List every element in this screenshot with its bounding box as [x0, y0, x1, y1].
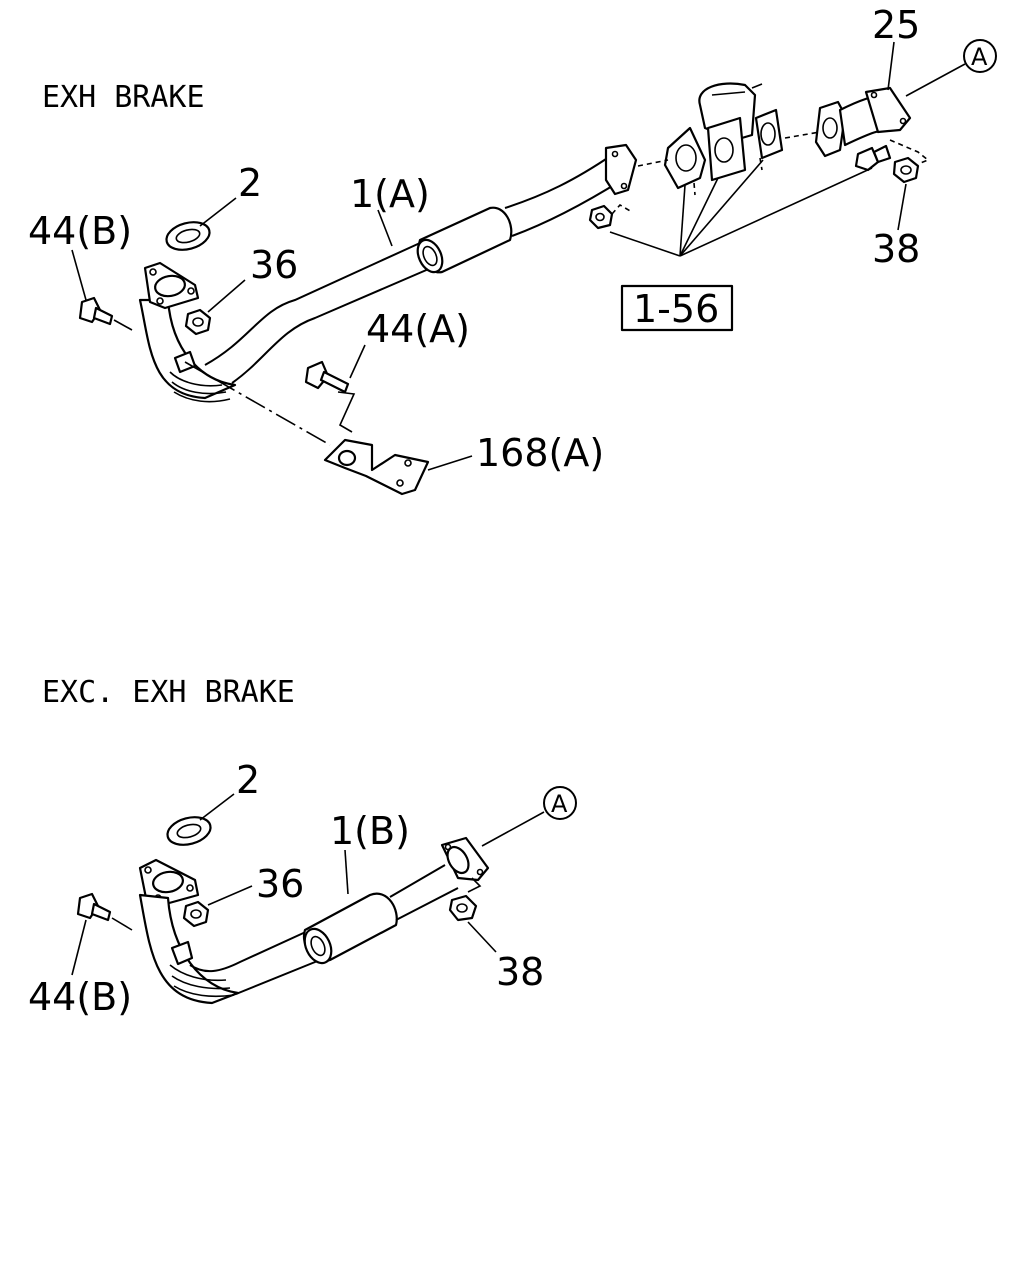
label-ref-1-56: 1-56	[633, 287, 719, 331]
section-heading: EXC. EXH BRAKE	[42, 675, 295, 710]
connector-a: A	[481, 786, 577, 847]
bolt-44b: 44(B)	[28, 892, 133, 1019]
front-pipe-1a	[138, 143, 638, 403]
reference-1-56: 1-56	[609, 159, 873, 332]
label-connector-a: A	[971, 43, 988, 71]
exhaust-brake-valve	[588, 82, 821, 230]
label-nut-36: 36	[250, 243, 298, 287]
label-gasket-2: 2	[238, 161, 262, 205]
label-nut-38: 38	[872, 227, 920, 271]
label-pipe-1a: 1(A)	[350, 172, 430, 216]
bolt-44a: 44(A)	[304, 307, 470, 433]
section-exh-brake: EXH BRAKE	[28, 3, 997, 496]
nut-38: 38	[854, 139, 930, 271]
label-bolt-44b: 44(B)	[28, 975, 132, 1019]
label-connector-a: A	[551, 790, 568, 818]
flange-25: 25	[814, 3, 920, 158]
label-nut-38: 38	[496, 950, 544, 994]
label-bolt-44b: 44(B)	[28, 209, 132, 253]
nut-36: 36	[184, 243, 298, 336]
inlet-flange	[143, 261, 200, 310]
front-pipe-1b: 1(B)	[138, 809, 490, 1005]
gasket-2: 2	[165, 161, 262, 251]
section-exc-exh-brake: EXC. EXH BRAKE 2	[28, 675, 577, 1019]
label-bracket-168a: 168(A)	[476, 431, 604, 475]
bracket-168a: 168(A)	[323, 431, 604, 496]
label-pipe-1b: 1(B)	[330, 809, 410, 853]
nut-38: 38	[448, 877, 544, 994]
gasket-2: 2	[166, 758, 260, 846]
label-bolt-44a: 44(A)	[366, 307, 470, 351]
label-gasket-2: 2	[236, 758, 260, 802]
bolt-44b: 44(B)	[28, 209, 133, 331]
nut-36: 36	[182, 862, 304, 928]
section-heading: EXH BRAKE	[42, 80, 205, 115]
label-flange-25: 25	[872, 3, 920, 47]
connector-a: A	[905, 39, 997, 97]
label-nut-36: 36	[256, 862, 304, 906]
inlet-flange	[138, 858, 200, 907]
